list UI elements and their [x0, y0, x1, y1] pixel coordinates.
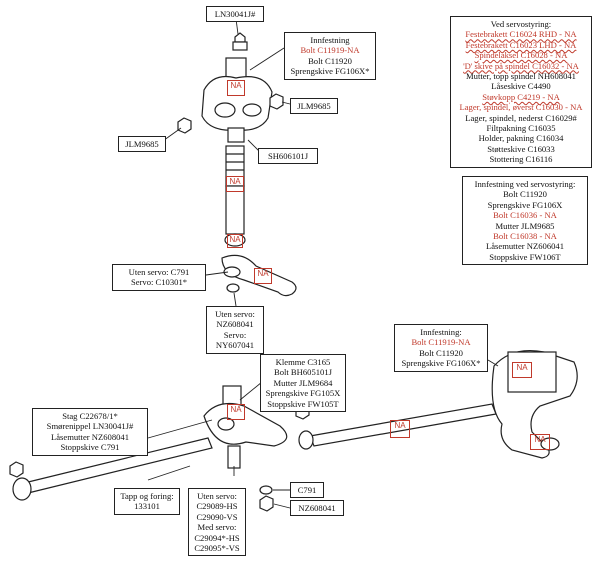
- label-line: Stag C22678/1*: [62, 411, 118, 421]
- label-nz608041-top: Uten servo: NZ608041 Servo: NY607041: [206, 306, 264, 354]
- steering-box-upper: [201, 57, 273, 143]
- na-marker: NA: [530, 434, 550, 450]
- label-line: Bolt C16038 - NA: [493, 231, 557, 242]
- label-line: Uten servo:: [197, 491, 237, 501]
- label-text: JLM9685: [297, 101, 331, 111]
- label-line: Stottering C16116: [489, 154, 553, 165]
- label-nz608041-bottom: NZ608041: [290, 500, 344, 517]
- label-line: Støvkopp C4219 - NA: [482, 91, 560, 102]
- label-line: Sprengskive FG106X*: [401, 358, 481, 369]
- label-ved-servostyring: Ved servostyring:Festebrakett C16024 RHD…: [450, 16, 592, 168]
- label-line: Klemme C3165: [275, 357, 331, 367]
- label-line: Smørenippel LN30041J#: [46, 421, 134, 432]
- label-line: C29094*-HS: [194, 532, 240, 543]
- label-line: Bolt C11919-NA: [300, 45, 360, 56]
- washer-c791: [259, 485, 273, 495]
- label-line: Sprengskive FG106X*: [290, 66, 370, 77]
- label-line: Med servo:: [197, 522, 237, 533]
- label-line: Bolt C16036 - NA: [493, 210, 557, 221]
- label-line: Uten servo:: [215, 309, 255, 319]
- label-text: NZ608041: [298, 503, 336, 513]
- label-jlm9685-right: JLM9685: [290, 98, 338, 115]
- label-line: Festebrakett C16023 LHD - NA: [465, 39, 577, 50]
- label-line: Sprengskive FG106X: [487, 199, 563, 210]
- label-uten-servo-bottom: Uten servo: C29089-HS C29090-VS Med serv…: [188, 488, 246, 557]
- na-marker: NA: [512, 362, 532, 378]
- label-line: Servo:: [223, 329, 247, 340]
- label-line: C29095*-VS: [194, 543, 240, 554]
- label-klemme: Klemme C3165 Bolt BH605101J Mutter JLM96…: [260, 354, 346, 413]
- label-line: Filtpakning C16035: [486, 123, 556, 134]
- label-sh606101j: SH606101J: [258, 148, 318, 165]
- label-line: Mutter JLM9685: [495, 220, 555, 231]
- label-line: Innfestning ved servostyring:: [474, 179, 576, 189]
- label-line: Uten servo: C791: [128, 267, 190, 277]
- grease-nipple-top: [232, 32, 248, 51]
- nut-right: [269, 93, 284, 110]
- label-line: Bolt C11919-NA: [411, 337, 471, 348]
- label-line: Mutter, topp spindel NH608041: [466, 71, 576, 82]
- steering-box-lower: [203, 385, 288, 469]
- label-line: Holder, pakning C16034: [478, 133, 564, 144]
- label-text: JLM9685: [125, 139, 159, 149]
- label-c791: C791: [290, 482, 324, 499]
- label-line: Festebrakett C16024 RHD - NA: [465, 29, 577, 40]
- nut-left: [177, 117, 192, 134]
- na-marker: NA: [227, 80, 245, 96]
- label-text: SH606101J: [267, 151, 309, 161]
- label-line: Mutter JLM9684: [273, 377, 333, 388]
- label-text: C791: [297, 485, 317, 495]
- label-line: C29090-VS: [196, 511, 238, 522]
- na-marker: NA: [254, 268, 272, 284]
- label-line: Ved servostyring:: [490, 19, 552, 29]
- na-marker: NA: [390, 420, 410, 438]
- label-innfestning-servostyring: Innfestning ved servostyring:Bolt C11920…: [462, 176, 588, 266]
- label-line: Stoppskive C791: [60, 442, 120, 453]
- label-line: Lager, spindel, øverst C16030 - NA: [459, 102, 583, 113]
- na-marker: NA: [227, 404, 245, 420]
- label-line: C29089-HS: [196, 501, 238, 512]
- label-line: 133101: [134, 501, 160, 512]
- label-line: Sprengskive FG105X: [265, 388, 341, 399]
- na-marker: NA: [227, 234, 243, 248]
- label-line: Servo: C10301*: [130, 277, 188, 288]
- label-line: Innfestning:: [420, 327, 462, 337]
- label-innfestning-top: Innfestning Bolt C11919-NA Bolt C11920 S…: [284, 32, 376, 80]
- label-line: 'D' skive på spindel C16032 - NA: [463, 60, 579, 71]
- label-line: Bolt C11920: [308, 55, 352, 66]
- label-line: Stoppskive FW105T: [267, 398, 339, 409]
- label-stag: Stag C22678/1* Smørenippel LN30041J# Lås…: [32, 408, 148, 456]
- label-text: LN30041J#: [214, 9, 256, 19]
- label-line: Spindelaksel C16028 - NA: [474, 50, 568, 61]
- na-marker: NA: [226, 176, 244, 192]
- label-ln30041j: LN30041J#: [206, 6, 264, 23]
- label-line: Låsemutter NZ608041: [50, 431, 130, 442]
- label-line: Tapp og foring:: [120, 491, 174, 501]
- label-jlm9685-left: JLM9685: [118, 136, 166, 153]
- label-line: Låsemutter NZ606041: [485, 241, 565, 252]
- label-line: Bolt BH605101J: [273, 367, 333, 378]
- label-line: Stoppskive FW106T: [489, 251, 561, 262]
- label-line: Bolt C11920: [419, 347, 463, 358]
- label-line: Innfestning: [310, 35, 350, 45]
- label-line: Støtteskive C16033: [487, 143, 555, 154]
- label-line: Lager, spindel, nederst C16029#: [465, 112, 577, 123]
- nut-nz608041: [259, 495, 274, 512]
- label-line: NY607041: [215, 340, 255, 351]
- label-line: Låseskive C4490: [491, 81, 551, 92]
- label-servo-c791: Uten servo: C791 Servo: C10301*: [112, 264, 206, 291]
- label-line: NZ608041: [216, 319, 254, 330]
- label-tapp: Tapp og foring: 133101: [114, 488, 180, 515]
- label-line: Bolt C11920: [503, 189, 547, 200]
